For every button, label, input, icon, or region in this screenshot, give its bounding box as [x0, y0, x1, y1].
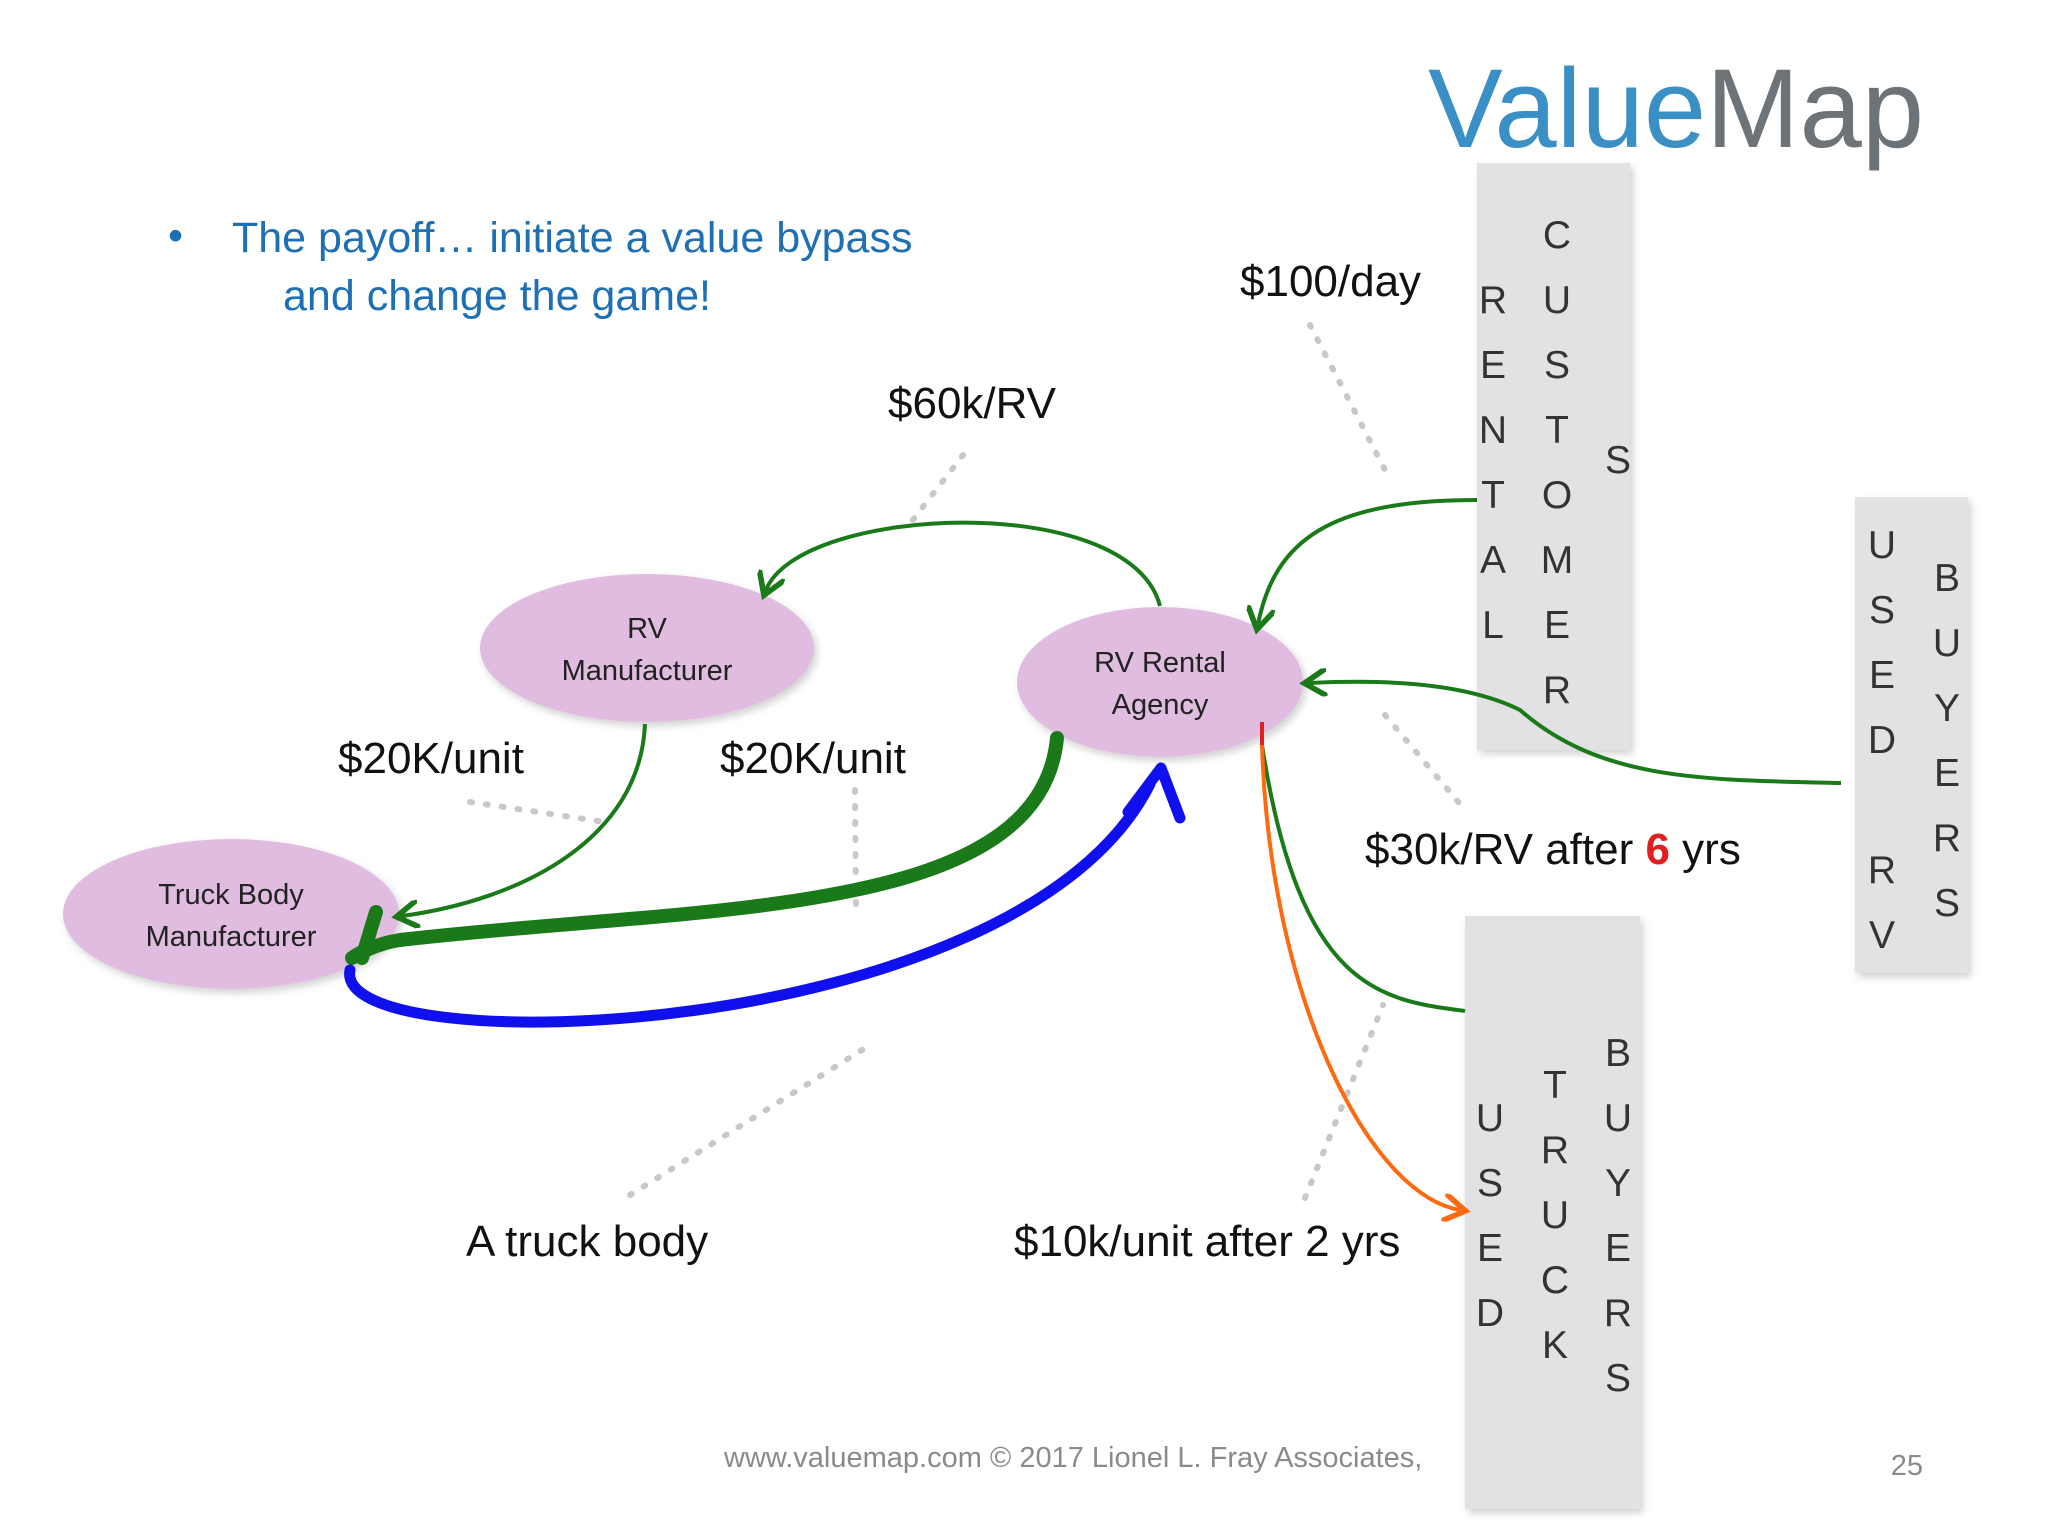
used-truck-buyers-box: [1465, 916, 1640, 1509]
letter: R: [1933, 817, 1961, 860]
value-bypass-arrowhead: [1122, 762, 1186, 824]
letter: R: [1479, 279, 1507, 322]
resale-rv-prefix: $30k/RV after: [1365, 825, 1645, 874]
used-rv-buyers-box: [1855, 497, 1968, 973]
amount-per-rv: $60k/RV: [888, 379, 1057, 428]
resale-rv-suffix: yrs: [1670, 825, 1741, 874]
footer-copyright: www.valuemap.com © 2017 Lionel L. Fray A…: [723, 1442, 1422, 1474]
letter: E: [1869, 654, 1895, 697]
letter: D: [1476, 1292, 1504, 1335]
letter: R: [1543, 669, 1571, 712]
amount-per-unit-mid: $20K/unit: [720, 734, 906, 783]
letter: C: [1543, 214, 1571, 257]
connector-resale-rv: [1382, 712, 1468, 813]
letter: U: [1541, 1194, 1569, 1237]
truck-body-manufacturer-label-line-1: Truck Body: [158, 879, 304, 911]
bullet-line-2: and change the game!: [283, 272, 711, 320]
connector-per-unit-mid: [852, 787, 859, 918]
direct-purchase-arrowhead: [355, 905, 383, 965]
used-rv-resale-arrow: [1310, 682, 1842, 785]
letter: R: [1541, 1129, 1569, 1172]
amount-resale-truck: $10k/unit after 2 yrs: [1014, 1217, 1400, 1266]
rv-manufacturer-node: [480, 574, 814, 722]
letter: Y: [1605, 1162, 1631, 1205]
logo-part-value: Value: [1428, 46, 1706, 171]
rv-manufacturer-label-line-1: RV: [627, 613, 667, 645]
letter: M: [1541, 539, 1574, 582]
rental-customers-letters: R E N T A L C U S T O M E R S: [1479, 214, 1631, 712]
bullet-symbol: •: [168, 212, 183, 260]
connector-per-day: [1307, 322, 1388, 473]
letter: E: [1605, 1227, 1631, 1270]
letter: E: [1934, 752, 1960, 795]
direct-purchase-arrow: [345, 731, 1064, 965]
rv-rental-agency-label-line-2: Agency: [1112, 689, 1209, 721]
letter: S: [1869, 589, 1895, 632]
letter: A: [1480, 539, 1506, 582]
amount-truck-body: A truck body: [466, 1217, 708, 1266]
letter: S: [1605, 1357, 1631, 1400]
letter: L: [1482, 604, 1504, 647]
letter: T: [1543, 1064, 1567, 1107]
rv-rental-agency-label-line-1: RV Rental: [1094, 647, 1226, 679]
amount-resale-rv: $30k/RV after 6 yrs: [1365, 825, 1741, 874]
letter: B: [1605, 1032, 1631, 1075]
truck-body-manufacturer-node: [63, 839, 399, 989]
letter: R: [1868, 849, 1896, 892]
letter: U: [1868, 524, 1896, 567]
connector-per-unit-left: [467, 799, 608, 825]
rental-customers-box: [1477, 163, 1630, 750]
letter: C: [1541, 1259, 1569, 1302]
letter: S: [1934, 882, 1960, 925]
used-truck-resale-arrow: [1260, 744, 1466, 1013]
used-truck-buyers-letters: U S E D T R U C K B U Y E R S: [1476, 1032, 1632, 1400]
letter: U: [1933, 622, 1961, 665]
used-rv-buyers-letters: U S E D R V B U Y E R S: [1868, 524, 1961, 957]
letter: U: [1476, 1097, 1504, 1140]
value-bypass-arrow: [344, 778, 1156, 1028]
letter: S: [1477, 1162, 1503, 1205]
letter: T: [1481, 474, 1505, 517]
amount-per-unit-left: $20K/unit: [338, 734, 524, 783]
truck-body-purchase-arrow: [402, 723, 647, 916]
rv-purchase-arrow: [766, 520, 1162, 607]
truck-body-manufacturer-label-line-2: Manufacturer: [146, 921, 317, 953]
letter: D: [1868, 719, 1896, 762]
letter: E: [1544, 604, 1570, 647]
letter: N: [1479, 409, 1507, 452]
page-number: 25: [1891, 1450, 1923, 1482]
letter: B: [1934, 557, 1960, 600]
letter: E: [1477, 1227, 1503, 1270]
letter: S: [1544, 344, 1570, 387]
letter: O: [1542, 474, 1572, 517]
letter: R: [1604, 1292, 1632, 1335]
letter: U: [1604, 1097, 1632, 1140]
connector-truck-body: [627, 1042, 873, 1198]
amount-per-day: $100/day: [1240, 257, 1421, 306]
letter: E: [1480, 344, 1506, 387]
logo-part-map: Map: [1706, 46, 1924, 171]
rv-manufacturer-label-line-2: Manufacturer: [562, 655, 733, 687]
rv-rental-agency-node: [1017, 607, 1303, 757]
letter: U: [1543, 279, 1571, 322]
letter: V: [1869, 914, 1895, 957]
resale-rv-years: 6: [1645, 825, 1669, 874]
truck-body-resale-arrow: [1260, 744, 1460, 1210]
letter: Y: [1934, 687, 1960, 730]
letter: K: [1542, 1324, 1568, 1367]
bullet-line-1: The payoff… initiate a value bypass: [232, 214, 912, 262]
rental-payment-arrow: [1258, 498, 1478, 624]
valuemap-logo: ValueMap: [1428, 46, 1924, 171]
connector-resale-truck: [1302, 1002, 1386, 1201]
connector-per-rv: [902, 452, 966, 533]
letter: S: [1605, 439, 1631, 482]
letter: T: [1545, 409, 1569, 452]
